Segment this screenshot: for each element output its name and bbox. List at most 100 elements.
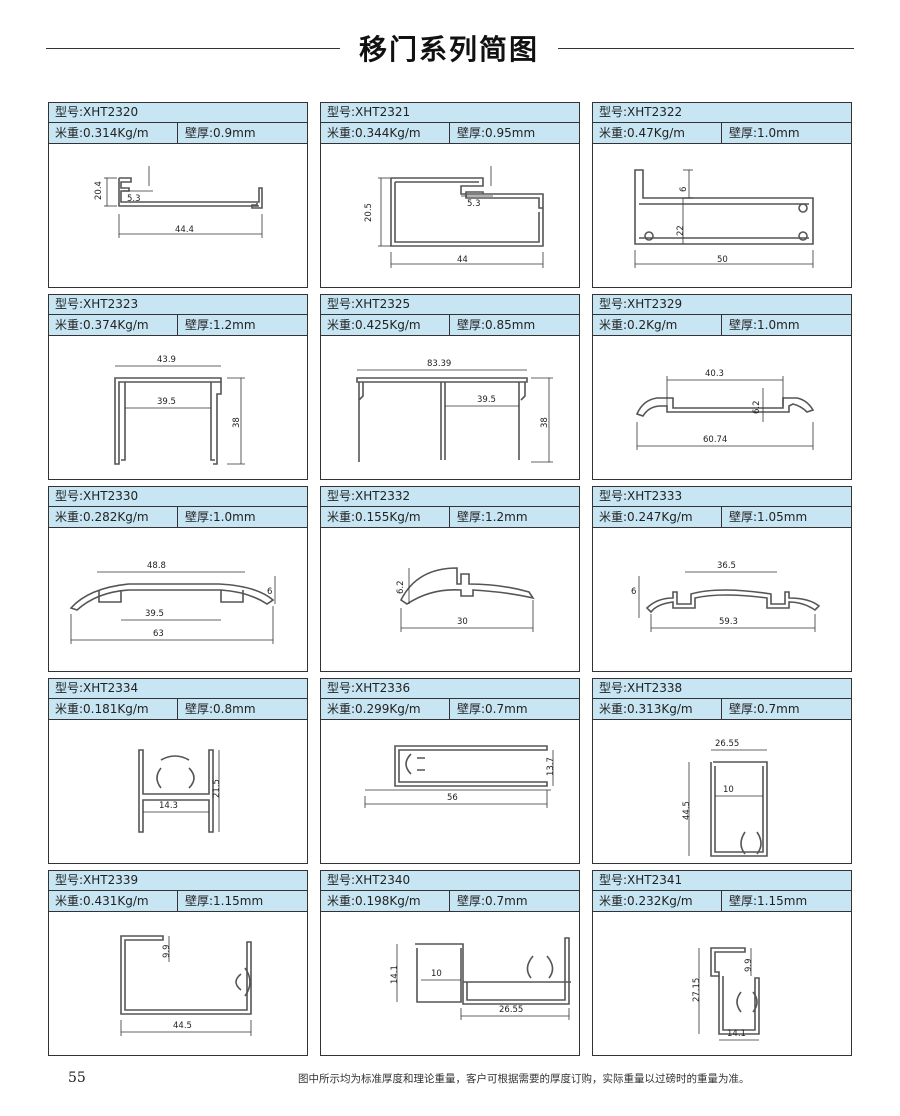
product-model: 型号:XHT2336 [321, 679, 579, 699]
dim-label: 22 [676, 225, 686, 236]
product-model: 型号:XHT2330 [49, 487, 307, 507]
product-weight: 米重:0.431Kg/m [55, 894, 149, 908]
product-card: 型号:XHT2329 米重:0.2Kg/m 壁厚:1.0mm 40.3 6.2 6… [592, 294, 852, 480]
product-weight: 米重:0.155Kg/m [327, 510, 421, 524]
product-model: 型号:XHT2322 [593, 103, 851, 123]
product-specs: 米重:0.299Kg/m 壁厚:0.7mm [321, 699, 579, 720]
dim-label: 44 [457, 255, 468, 265]
product-weight: 米重:0.313Kg/m [599, 702, 693, 716]
title-rule-left [46, 48, 340, 49]
profile-drawing: 36.5 6 59.3 [631, 561, 821, 632]
profile-drawing: 14.1 10 26.55 [390, 937, 571, 1020]
dim-label: 40.3 [705, 369, 724, 379]
dim-label: 6 [267, 587, 272, 597]
profile-drawing: 14.3 21.5 [138, 749, 222, 833]
dim-label: 26.55 [499, 1005, 523, 1015]
profile-drawing: 6.2 30 [396, 567, 535, 632]
product-specs: 米重:0.425Kg/m 壁厚:0.85mm [321, 315, 579, 336]
dim-label: 9.9 [744, 958, 754, 972]
page-title: 移门系列简图 [358, 33, 539, 66]
product-thickness: 壁厚:1.15mm [185, 894, 264, 908]
product-weight: 米重:0.344Kg/m [327, 126, 421, 140]
profile-drawing: 9.9 44.5 [120, 935, 252, 1036]
page-header: 移门系列简图 [0, 28, 900, 68]
dim-label: 59.3 [719, 617, 738, 627]
dim-label: 38 [232, 417, 242, 428]
product-model: 型号:XHT2333 [593, 487, 851, 507]
dim-label: 44.5 [682, 801, 692, 820]
product-model: 型号:XHT2321 [321, 103, 579, 123]
dim-label: 56 [447, 793, 458, 803]
product-weight: 米重:0.232Kg/m [599, 894, 693, 908]
product-card: 型号:XHT2340 米重:0.198Kg/m 壁厚:0.7mm 14.1 10 … [320, 870, 580, 1056]
title-rule-right [558, 48, 854, 49]
dim-label: 6 [679, 187, 689, 192]
profile-drawing: 20.4 5.3 44.4 [94, 166, 263, 238]
product-weight: 米重:0.299Kg/m [327, 702, 421, 716]
dim-label: 14.1 [390, 965, 400, 984]
product-thickness: 壁厚:0.95mm [457, 126, 536, 140]
profile-drawing: 40.3 6.2 60.74 [635, 369, 815, 450]
profile-drawing: 13.7 56 [364, 745, 556, 808]
product-card: 型号:XHT2339 米重:0.431Kg/m 壁厚:1.15mm 9.9 44.… [48, 870, 308, 1056]
profile-drawing: 20.5 5.3 44 [364, 166, 544, 268]
product-weight: 米重:0.247Kg/m [599, 510, 693, 524]
profile-drawing: 43.9 39.5 38 [114, 355, 245, 465]
product-thickness: 壁厚:1.15mm [729, 894, 808, 908]
product-model: 型号:XHT2340 [321, 871, 579, 891]
product-specs: 米重:0.2Kg/m 壁厚:1.0mm [593, 315, 851, 336]
dim-label: 6 [631, 587, 636, 597]
product-weight: 米重:0.2Kg/m [599, 318, 678, 332]
product-thickness: 壁厚:0.8mm [185, 702, 256, 716]
dim-label: 14.3 [159, 801, 178, 811]
product-model: 型号:XHT2339 [49, 871, 307, 891]
product-weight: 米重:0.425Kg/m [327, 318, 421, 332]
product-thickness: 壁厚:0.85mm [457, 318, 536, 332]
profile-drawing: 48.8 6 39.5 63 [69, 561, 276, 644]
product-thickness: 壁厚:0.7mm [457, 702, 528, 716]
product-specs: 米重:0.232Kg/m 壁厚:1.15mm [593, 891, 851, 912]
product-weight: 米重:0.47Kg/m [599, 126, 685, 140]
profile-drawing: 26.55 10 44.5 [682, 739, 768, 857]
dim-label: 50 [717, 255, 728, 265]
product-card: 型号:XHT2336 米重:0.299Kg/m 壁厚:0.7mm 13.7 56 [320, 678, 580, 864]
dim-label: 63 [153, 629, 164, 639]
dim-label: 5.3 [467, 199, 481, 209]
dim-label: 20.4 [94, 181, 104, 200]
dim-label: 44.4 [175, 225, 194, 235]
dim-label: 83.39 [427, 359, 451, 369]
profile-drawing: 9.9 27.15 14.1 [692, 947, 760, 1041]
dim-label: 14.1 [727, 1029, 746, 1039]
product-model: 型号:XHT2332 [321, 487, 579, 507]
dim-label: 60.74 [703, 435, 727, 445]
dim-label: 27.15 [692, 978, 702, 1002]
product-model: 型号:XHT2329 [593, 295, 851, 315]
product-thickness: 壁厚:1.2mm [185, 318, 256, 332]
dim-label: 6.2 [752, 400, 762, 414]
dim-label: 39.5 [477, 395, 496, 405]
dim-label: 30 [457, 617, 468, 627]
dim-label: 44.5 [173, 1021, 192, 1031]
dim-label: 26.55 [715, 739, 739, 749]
dim-label: 43.9 [157, 355, 176, 365]
product-specs: 米重:0.344Kg/m 壁厚:0.95mm [321, 123, 579, 144]
product-thickness: 壁厚:0.7mm [457, 894, 528, 908]
profile-drawing: 6 22 50 [634, 169, 814, 268]
product-thickness: 壁厚:1.0mm [729, 318, 800, 332]
product-weight: 米重:0.198Kg/m [327, 894, 421, 908]
profile-drawing: 83.39 39.5 38 [356, 359, 553, 463]
